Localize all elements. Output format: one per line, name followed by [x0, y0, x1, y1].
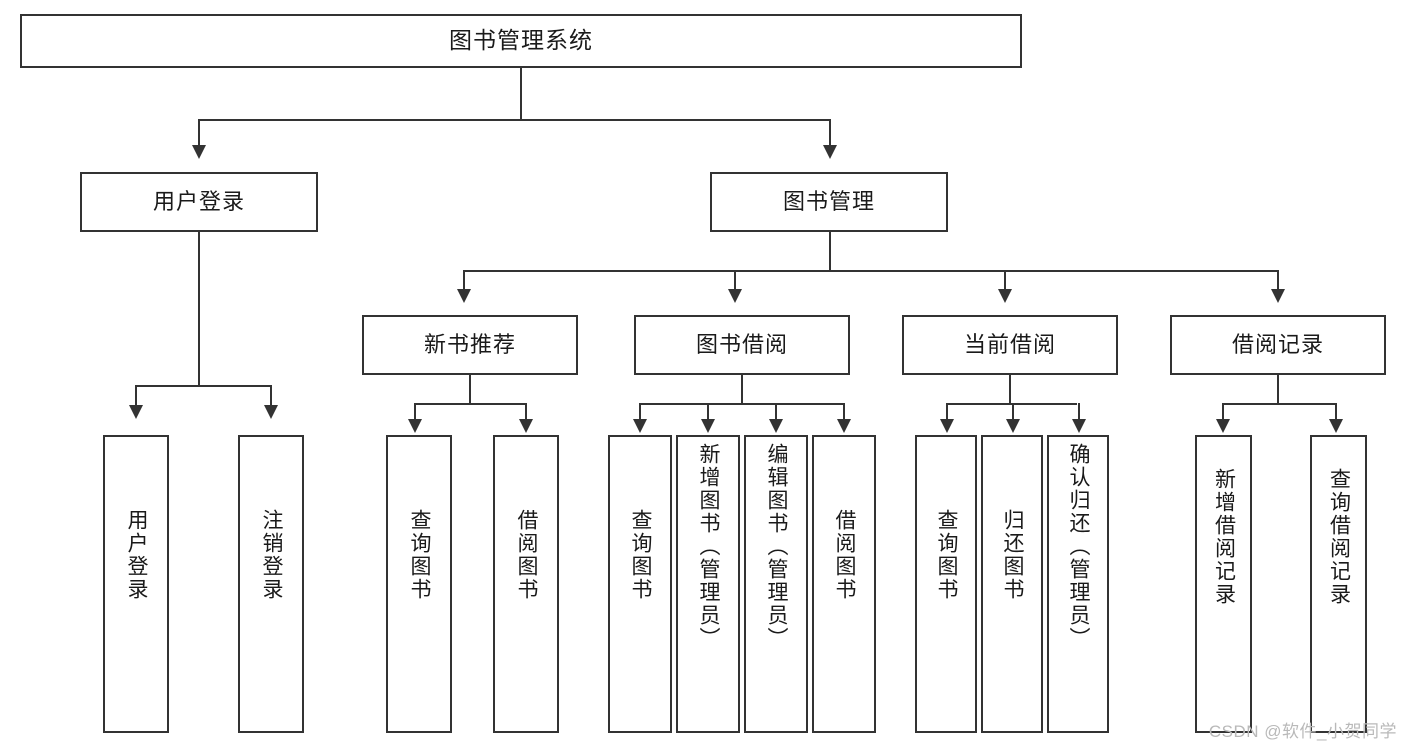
- connector-current-borrow-bus: [946, 403, 1077, 405]
- node-label: 借阅图书: [832, 509, 856, 601]
- node-label: 当前借阅: [963, 331, 1056, 357]
- leaf-edit-book-admin[interactable]: 编辑图书（管理员）: [744, 435, 808, 733]
- connector-book-management-bus: [463, 270, 1279, 272]
- connector-book-management-stem: [829, 232, 831, 271]
- node-book-management[interactable]: 图书管理: [710, 172, 948, 232]
- leaf-confirm-return-admin[interactable]: 确认归还（管理员）: [1047, 435, 1109, 733]
- connector-to-book-management: [829, 119, 831, 147]
- connector-to-borrow-record: [1277, 270, 1279, 291]
- connector-book-borrow-leaf4: [843, 403, 845, 421]
- node-label: 图书管理系统: [449, 27, 593, 54]
- node-borrow-record[interactable]: 借阅记录: [1170, 315, 1386, 375]
- node-label: 新书推荐: [423, 331, 516, 357]
- connector-user-login-leaf2: [270, 385, 272, 407]
- connector-new-book-recommend-leaf2: [525, 403, 527, 421]
- connector-to-book-borrow: [734, 270, 736, 291]
- node-book-borrow[interactable]: 图书借阅: [634, 315, 850, 375]
- node-label: 借阅图书: [514, 509, 538, 601]
- arrowhead-current-borrow-leaf1: [940, 419, 954, 433]
- connector-book-borrow-leaf3: [775, 403, 777, 421]
- node-label: 新增图书（管理员）: [696, 443, 720, 650]
- arrowhead-book-borrow-leaf4: [837, 419, 851, 433]
- arrowhead-to-book-borrow: [728, 289, 742, 303]
- node-root-book-management-system[interactable]: 图书管理系统: [20, 14, 1022, 68]
- arrowhead-to-borrow-record: [1271, 289, 1285, 303]
- node-label: 归还图书: [1000, 509, 1024, 601]
- leaf-logout[interactable]: 注销登录: [238, 435, 304, 733]
- connector-borrow-record-bus: [1222, 403, 1337, 405]
- node-label: 确认归还（管理员）: [1066, 443, 1090, 650]
- connector-book-borrow-bus: [639, 403, 844, 405]
- arrowhead-to-book-management: [823, 145, 837, 159]
- arrowhead-to-current-borrow: [998, 289, 1012, 303]
- connector-current-borrow-leaf1: [946, 403, 948, 421]
- connector-book-borrow-leaf1: [639, 403, 641, 421]
- connector-to-new-book-recommend: [463, 270, 465, 291]
- connector-book-borrow-stem: [741, 375, 743, 404]
- node-label: 注销登录: [259, 509, 283, 601]
- connector-root-stem: [520, 68, 522, 120]
- connector-new-book-recommend-leaf1: [414, 403, 416, 421]
- node-label: 借阅记录: [1231, 331, 1324, 357]
- watermark-text: CSDN @软件_小贺同学: [1208, 722, 1397, 741]
- node-label: 查询图书: [934, 509, 958, 601]
- arrowhead-to-user-login: [192, 145, 206, 159]
- arrowhead-user-login-leaf2: [264, 405, 278, 419]
- node-label: 图书借阅: [695, 331, 788, 357]
- arrowhead-current-borrow-leaf2: [1006, 419, 1020, 433]
- arrowhead-new-book-recommend-leaf2: [519, 419, 533, 433]
- connector-level1-bus: [198, 119, 830, 121]
- node-new-book-recommend[interactable]: 新书推荐: [362, 315, 578, 375]
- arrowhead-book-borrow-leaf3: [769, 419, 783, 433]
- node-label: 查询图书: [407, 509, 431, 601]
- leaf-add-borrow-record[interactable]: 新增借阅记录: [1195, 435, 1252, 733]
- leaf-query-book-current[interactable]: 查询图书: [915, 435, 977, 733]
- connector-borrow-record-leaf1: [1222, 403, 1224, 421]
- arrowhead-user-login-leaf1: [129, 405, 143, 419]
- arrowhead-current-borrow-leaf3: [1072, 419, 1086, 433]
- connector-current-borrow-stem: [1009, 375, 1011, 404]
- leaf-query-book-borrow[interactable]: 查询图书: [608, 435, 672, 733]
- connector-user-login-bus: [135, 385, 272, 387]
- connector-to-user-login: [198, 119, 200, 147]
- leaf-add-book-admin[interactable]: 新增图书（管理员）: [676, 435, 740, 733]
- node-label: 图书管理: [782, 188, 875, 214]
- arrowhead-new-book-recommend-leaf1: [408, 419, 422, 433]
- connector-user-login-stem: [198, 232, 200, 386]
- leaf-borrow-book-recommend[interactable]: 借阅图书: [493, 435, 559, 733]
- arrowhead-borrow-record-leaf2: [1329, 419, 1343, 433]
- leaf-query-book-recommend[interactable]: 查询图书: [386, 435, 452, 733]
- node-user-login[interactable]: 用户登录: [80, 172, 318, 232]
- node-label: 编辑图书（管理员）: [764, 443, 788, 650]
- connector-current-borrow-leaf2: [1012, 403, 1014, 421]
- node-label: 查询图书: [628, 509, 652, 601]
- arrowhead-book-borrow-leaf2: [701, 419, 715, 433]
- node-label: 用户登录: [152, 188, 245, 214]
- node-current-borrow[interactable]: 当前借阅: [902, 315, 1118, 375]
- arrowhead-to-new-book-recommend: [457, 289, 471, 303]
- connector-user-login-leaf1: [135, 385, 137, 407]
- connector-new-book-recommend-bus: [414, 403, 527, 405]
- connector-current-borrow-leaf3: [1078, 403, 1080, 421]
- node-label: 新增借阅记录: [1212, 468, 1236, 606]
- arrowhead-book-borrow-leaf1: [633, 419, 647, 433]
- leaf-return-book[interactable]: 归还图书: [981, 435, 1043, 733]
- node-label: 查询借阅记录: [1327, 468, 1351, 606]
- connector-to-current-borrow: [1004, 270, 1006, 291]
- connector-book-borrow-leaf2: [707, 403, 709, 421]
- leaf-user-login[interactable]: 用户登录: [103, 435, 169, 733]
- connector-borrow-record-leaf2: [1335, 403, 1337, 421]
- leaf-borrow-book[interactable]: 借阅图书: [812, 435, 876, 733]
- node-label: 用户登录: [124, 509, 148, 601]
- arrowhead-borrow-record-leaf1: [1216, 419, 1230, 433]
- connector-borrow-record-stem: [1277, 375, 1279, 404]
- connector-new-book-recommend-stem: [469, 375, 471, 404]
- leaf-query-borrow-record[interactable]: 查询借阅记录: [1310, 435, 1367, 733]
